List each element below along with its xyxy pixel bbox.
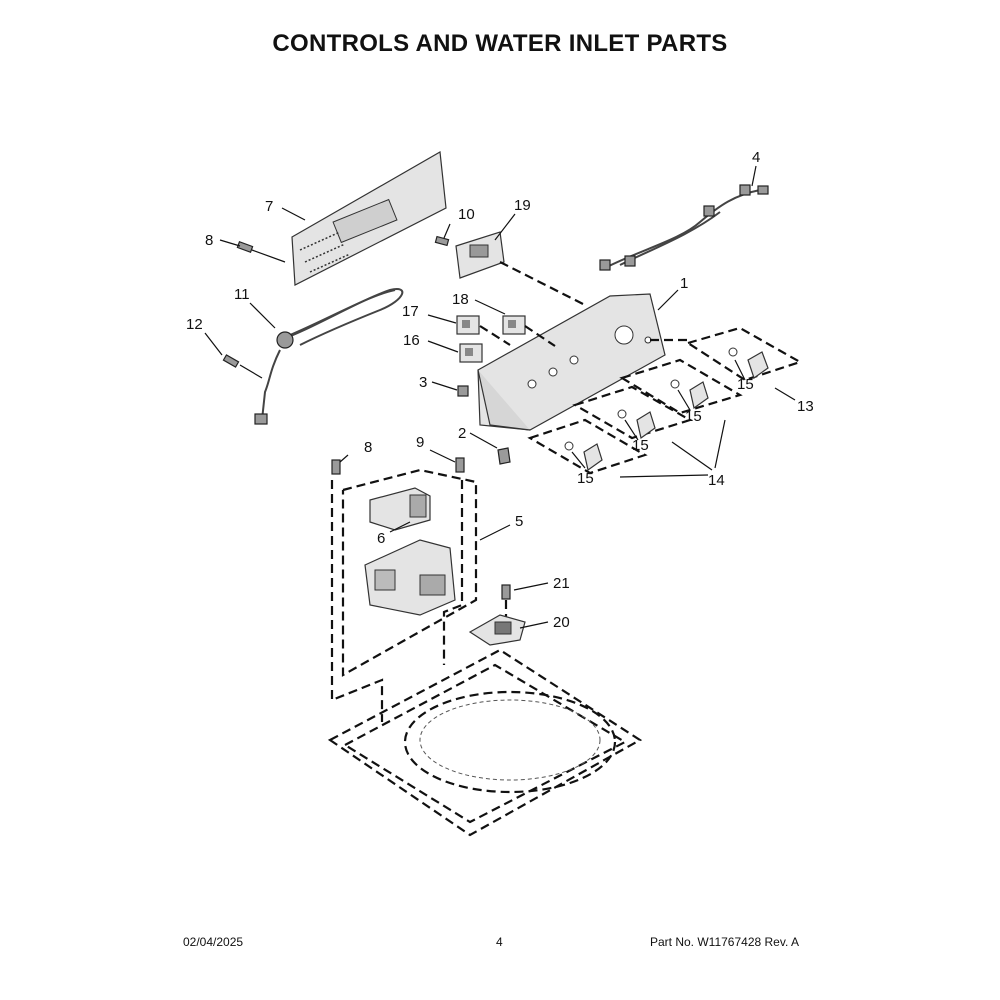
callout-11: 11 — [234, 286, 250, 303]
leader-1 — [657, 289, 679, 311]
footer-page-number: 4 — [496, 935, 503, 949]
callout-20: 20 — [553, 614, 570, 631]
callout-5: 5 — [515, 513, 523, 530]
leader-2 — [469, 432, 498, 449]
part-clip-2[interactable] — [497, 447, 511, 465]
callout-6: 6 — [377, 530, 385, 547]
callout-15-c: 15 — [632, 437, 649, 454]
callout-4: 4 — [752, 149, 760, 166]
callout-10: 10 — [458, 206, 475, 223]
callout-9: 9 — [416, 434, 424, 451]
leader-5 — [479, 524, 511, 541]
leader-4 — [751, 165, 757, 187]
part-switch-16[interactable] — [459, 343, 483, 363]
leader-16 — [427, 340, 459, 353]
part-screw-10[interactable] — [434, 235, 450, 247]
leader-14-c — [619, 474, 709, 478]
callout-19: 19 — [514, 197, 531, 214]
leader-17 — [427, 314, 457, 324]
part-switch-18[interactable] — [502, 315, 526, 335]
callout-8-top: 8 — [205, 232, 213, 249]
knob-group-13 — [650, 326, 803, 382]
callout-17: 17 — [402, 303, 419, 320]
leader-21 — [513, 582, 549, 591]
part-switch-17[interactable] — [456, 315, 480, 335]
leader-14-b — [671, 441, 713, 471]
callout-14: 14 — [708, 472, 725, 489]
cabinet-top — [327, 648, 643, 837]
callout-3: 3 — [419, 374, 427, 391]
leader-8-top — [219, 239, 241, 247]
knob-group-14 — [527, 358, 743, 475]
part-clip-3[interactable] — [457, 385, 469, 397]
callout-2: 2 — [458, 425, 466, 442]
part-wire-harness[interactable] — [599, 184, 769, 271]
leader-10 — [443, 223, 451, 239]
part-screw-12[interactable] — [222, 354, 240, 368]
leader-8-top-b — [251, 249, 286, 263]
part-screw-9[interactable] — [455, 457, 465, 473]
callout-8-mid: 8 — [364, 439, 372, 456]
part-rear-panel[interactable] — [291, 151, 447, 286]
leader-15-a — [734, 359, 746, 381]
leader-15-c — [624, 419, 639, 441]
part-knob-14-b[interactable] — [617, 409, 656, 440]
callout-1: 1 — [680, 275, 688, 292]
part-knob-13[interactable] — [728, 347, 769, 379]
leader-12 — [204, 332, 223, 356]
callout-15-a: 15 — [737, 376, 754, 393]
part-lid-lock[interactable] — [468, 614, 526, 646]
leader-6 — [389, 521, 411, 533]
leader-13 — [774, 387, 796, 401]
leader-12-b — [239, 364, 263, 379]
page-title: CONTROLS AND WATER INLET PARTS — [272, 30, 728, 57]
part-power-cord[interactable] — [254, 288, 404, 425]
leader-20 — [519, 621, 549, 629]
part-knob-14-a[interactable] — [670, 379, 709, 410]
callout-16: 16 — [403, 332, 420, 349]
part-control-board[interactable] — [455, 231, 505, 279]
callout-18: 18 — [452, 291, 469, 308]
dash-18 — [524, 325, 556, 347]
part-knob-14-c[interactable] — [564, 441, 603, 472]
leader-15-b — [677, 389, 691, 411]
leader-11 — [249, 302, 276, 329]
leader-19 — [494, 213, 516, 241]
leader-14-a — [714, 419, 726, 469]
leader-9 — [429, 449, 456, 463]
footer-date: 02/04/2025 — [183, 935, 244, 949]
callout-12: 12 — [186, 316, 203, 333]
part-console[interactable] — [477, 293, 666, 431]
part-screw-8-mid[interactable] — [331, 459, 341, 475]
callout-13: 13 — [797, 398, 814, 415]
dash-17 — [479, 325, 511, 346]
part-screw-8-top[interactable] — [236, 241, 254, 253]
callout-15-b: 15 — [685, 408, 702, 425]
dash-board-to-console — [499, 261, 586, 306]
callout-15-d: 15 — [577, 470, 594, 487]
leader-8-mid — [339, 454, 349, 463]
callout-21: 21 — [553, 575, 570, 592]
part-inlet-valve[interactable] — [364, 487, 456, 616]
part-screw-21[interactable] — [501, 584, 511, 600]
footer-part-number: Part No. W11767428 Rev. A — [650, 935, 799, 949]
part-inlet-assembly-frame — [330, 468, 478, 722]
leader-7 — [281, 207, 306, 221]
callout-7: 7 — [265, 198, 273, 215]
leader-3 — [431, 381, 458, 391]
leader-15-d — [571, 451, 586, 469]
leader-18 — [474, 299, 506, 315]
